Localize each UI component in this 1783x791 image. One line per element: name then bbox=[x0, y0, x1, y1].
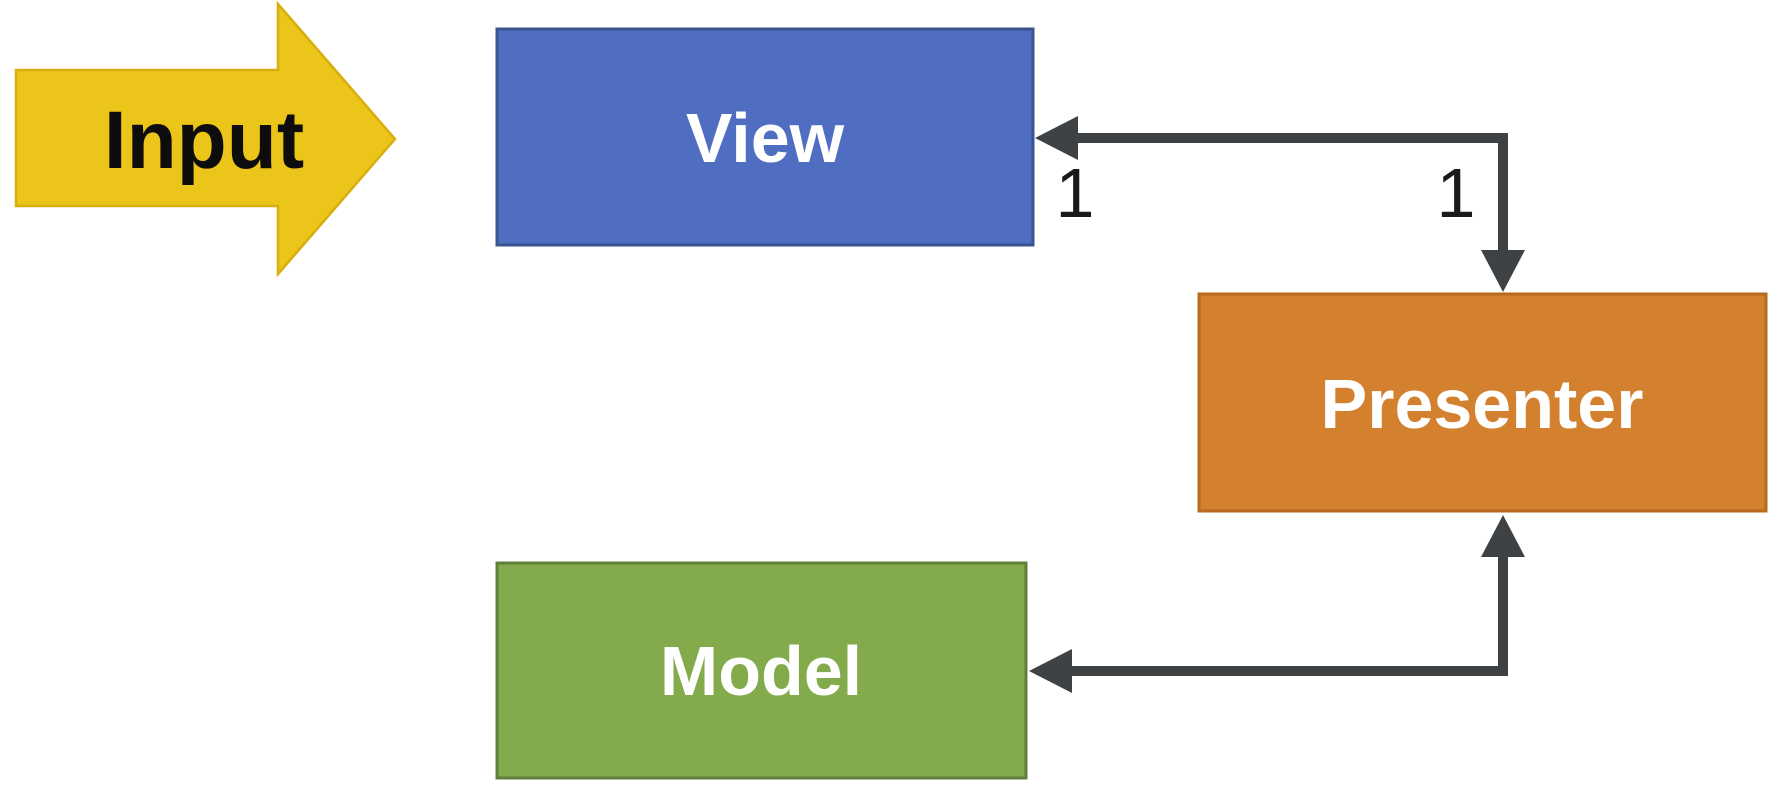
input-arrow: Input bbox=[14, 0, 397, 278]
model-presenter-connector-line bbox=[1072, 556, 1508, 676]
input-arrow-label: Input bbox=[104, 95, 304, 186]
model-box bbox=[495, 561, 1028, 780]
presenter-node: Presenter bbox=[1197, 292, 1768, 513]
presenter-box bbox=[1197, 292, 1768, 513]
arrowhead-into-presenter-bottom-icon bbox=[1481, 515, 1525, 557]
right-block-arrow-icon bbox=[14, 0, 397, 278]
presenter-view-connector: 1 1 bbox=[1035, 116, 1525, 292]
multiplicity-view-end: 1 bbox=[1056, 154, 1095, 232]
arrowhead-into-view-icon bbox=[1035, 116, 1078, 160]
model-presenter-connector bbox=[1029, 515, 1525, 693]
view-label: View bbox=[686, 99, 845, 177]
view-box bbox=[495, 27, 1035, 247]
presenter-label: Presenter bbox=[1321, 365, 1644, 443]
model-label: Model bbox=[660, 632, 862, 710]
view-node: View bbox=[495, 27, 1035, 247]
arrowhead-into-presenter-top-icon bbox=[1481, 250, 1525, 292]
presenter-view-connector-line bbox=[1078, 133, 1508, 252]
multiplicity-presenter-end: 1 bbox=[1437, 154, 1476, 232]
model-node: Model bbox=[495, 561, 1028, 780]
arrowhead-into-model-icon bbox=[1029, 649, 1072, 693]
